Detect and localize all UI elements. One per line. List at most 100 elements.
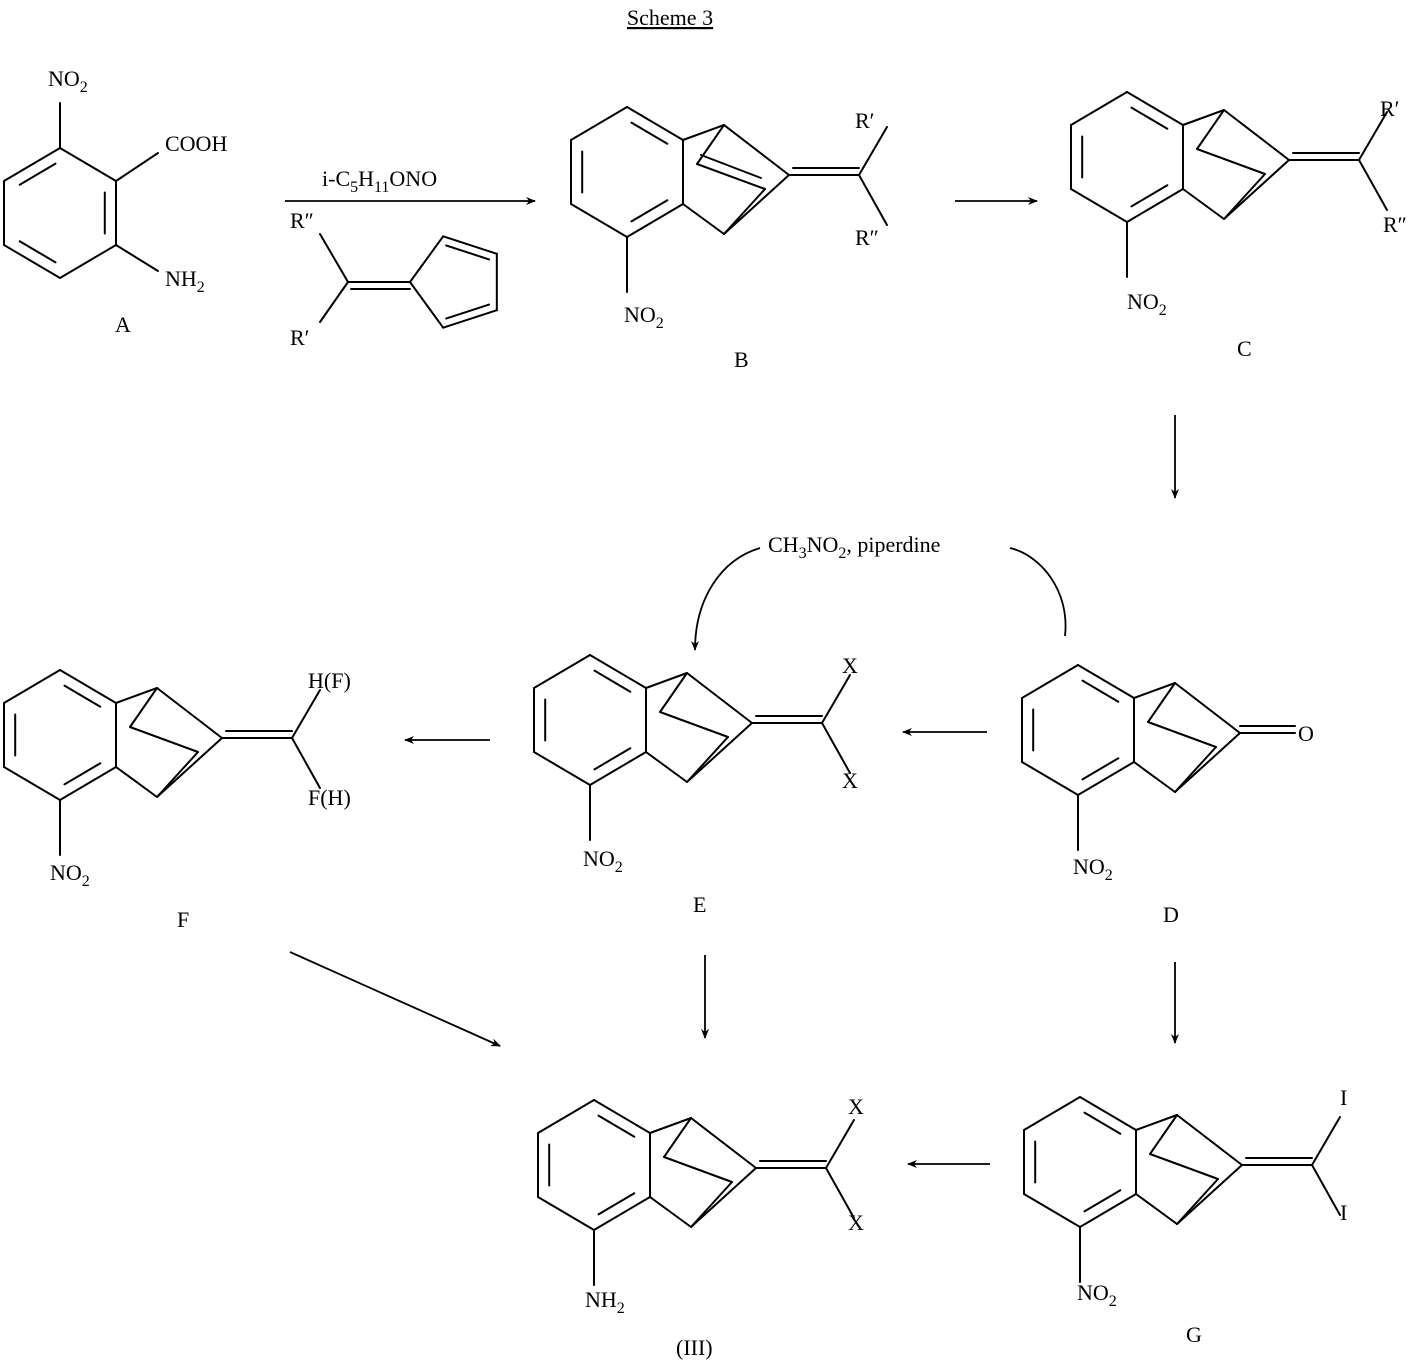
substituent-bond [115, 244, 159, 272]
text-part: NO [807, 532, 839, 557]
bond [1182, 188, 1225, 220]
fulvene-r2-label: R″ [290, 208, 314, 233]
ring-bond [626, 203, 684, 238]
ring-double-bond [1130, 184, 1169, 208]
e-x1-label: X [842, 653, 858, 678]
compound-label-c: C [1237, 336, 1252, 361]
text-part: NO [48, 66, 80, 91]
subscript: 2 [1109, 1293, 1117, 1310]
bond [1133, 682, 1176, 699]
bond [1358, 159, 1388, 211]
ring-double-bond [18, 240, 57, 264]
bond [690, 1167, 757, 1228]
ring-bond [3, 766, 61, 801]
bond [1311, 1116, 1341, 1166]
compound-label-f: F [177, 907, 189, 932]
ring-double-bond [1081, 757, 1120, 781]
ring-bond [1023, 1193, 1081, 1228]
bridge-bond [659, 711, 729, 738]
ring-bond [1126, 91, 1184, 126]
bond [1176, 1164, 1243, 1225]
ring-bond [1023, 1096, 1081, 1131]
subscript: 2 [838, 545, 846, 562]
subscript: 2 [656, 315, 664, 332]
ring-double-bond [597, 1192, 636, 1216]
compound-c-structure [1070, 91, 1388, 278]
ring-bond [593, 1196, 651, 1231]
f-nitro-label: NO2 [50, 860, 90, 890]
bond [821, 722, 851, 774]
ring-bond [442, 235, 498, 255]
text-part: NO [624, 302, 656, 327]
bond [1135, 1114, 1178, 1131]
arrow-f-to-iii [289, 951, 501, 1047]
ring-double-bond [18, 162, 57, 186]
bond [1174, 682, 1241, 734]
compound-label-g: G [1186, 1322, 1202, 1347]
compound-label-iii: (III) [676, 1335, 713, 1360]
ring-bond [59, 766, 117, 801]
f-sub2-label: F(H) [308, 785, 351, 810]
text-part: NO [583, 846, 615, 871]
bridge-bond [659, 672, 688, 713]
ring-bond [59, 244, 117, 279]
bond [156, 737, 223, 798]
bond [1358, 111, 1388, 161]
ring-bond [1021, 761, 1079, 796]
bridge-bond [1147, 721, 1217, 748]
bond [1133, 761, 1176, 793]
ring-double-bond [593, 747, 632, 771]
compound-g-structure [1023, 1096, 1341, 1283]
text-part: ONO [389, 166, 437, 191]
ring-double-bond [1081, 679, 1120, 703]
bond [1182, 109, 1225, 126]
ring-bond [570, 106, 628, 141]
bridge-bond [1196, 148, 1266, 175]
ring-double-bond [63, 684, 102, 708]
text-part: , piperdine [846, 532, 940, 557]
ring-double-bond [597, 1114, 636, 1138]
compound-iii-structure [537, 1099, 855, 1286]
curved-arrow-right-part [1009, 547, 1067, 637]
compound-label-d: D [1163, 902, 1179, 927]
subscript: 3 [799, 545, 807, 562]
ring-bond [537, 1196, 595, 1231]
iii-x2-label: X [848, 1210, 864, 1235]
ring-bond [1070, 91, 1128, 126]
curved-arrow-left-part [691, 547, 761, 651]
compound-e-structure [533, 654, 851, 841]
bond [858, 174, 888, 226]
compound-d-structure [1021, 664, 1296, 851]
compound-b-structure [570, 106, 888, 293]
subscript: 2 [615, 859, 623, 876]
bridge-double-bond [700, 154, 762, 179]
reagent-nitromethane-piperidine: CH3NO2, piperdine [768, 532, 940, 562]
bridge-bond [690, 1181, 733, 1228]
bond [1311, 1164, 1341, 1216]
ring-bond [59, 147, 117, 182]
bridge-bond [696, 124, 725, 165]
text-part: NH [585, 1287, 617, 1312]
ring-bond [1079, 1096, 1137, 1131]
subscript: 2 [82, 873, 90, 890]
ring-bond [626, 106, 684, 141]
g-iodo1-label: I [1340, 1085, 1347, 1110]
c-r2-label: R″ [1383, 212, 1407, 237]
bridge-bond [1174, 746, 1217, 793]
iii-amine-label: NH2 [585, 1287, 625, 1317]
bridge-bond [129, 687, 158, 728]
ring-bond [1070, 188, 1128, 223]
b-r2-label: R″ [855, 225, 879, 250]
c-r1-label: R′ [1380, 96, 1400, 121]
bond [645, 672, 688, 689]
bridge-bond [129, 726, 199, 753]
e-x2-label: X [842, 768, 858, 793]
bond [291, 737, 321, 789]
ring-bond [3, 244, 61, 279]
ring-bond [3, 669, 61, 704]
g-iodo2-label: I [1340, 1200, 1347, 1225]
ring-bond [409, 235, 445, 283]
ring-bond [1077, 761, 1135, 796]
bond [690, 1117, 757, 1169]
ring-bond [3, 147, 61, 182]
